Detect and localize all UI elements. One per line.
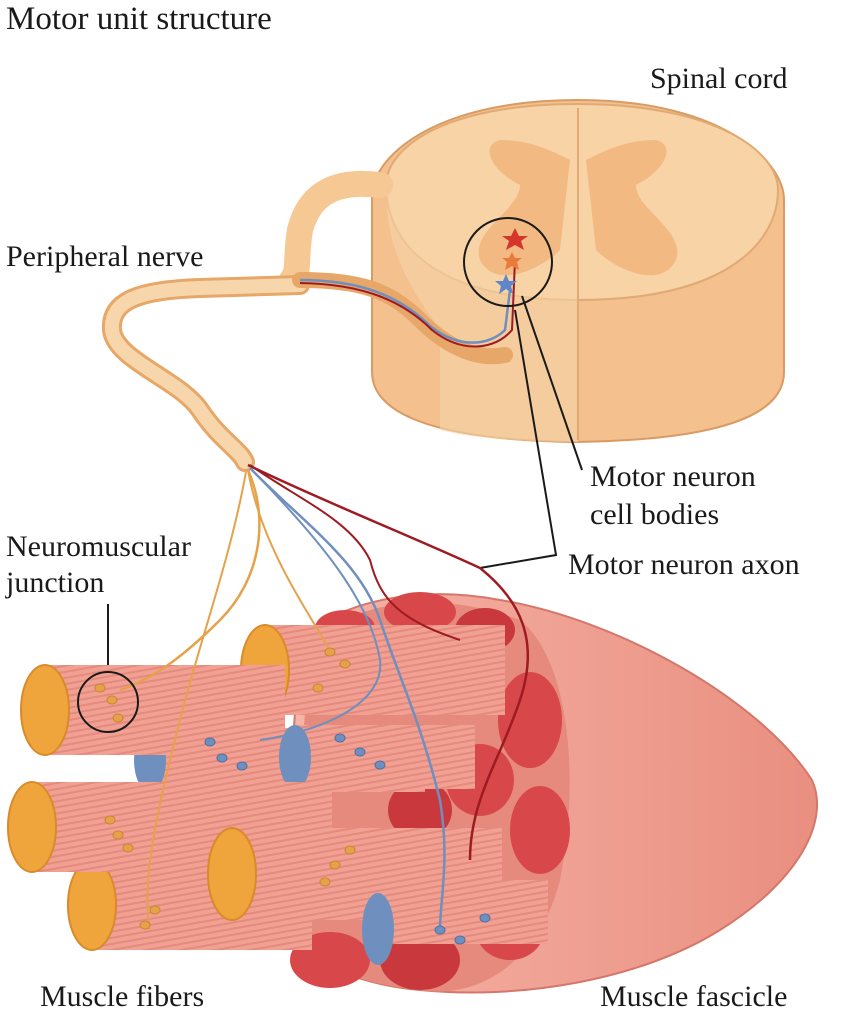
cell-body-blue — [495, 274, 517, 294]
fiber-end-blue — [279, 725, 311, 789]
end-plate-orange — [312, 683, 324, 693]
label-muscle-fibers: Muscle fibers — [40, 980, 205, 1013]
axon-blue-branch — [249, 467, 446, 931]
end-plate-blue — [354, 747, 366, 757]
fiber-end-orange — [20, 664, 70, 756]
end-plate-orange — [344, 845, 356, 855]
motor-end-plates — [94, 647, 491, 945]
end-plate-orange — [94, 683, 106, 693]
nerve-root — [279, 170, 393, 293]
fascicle-fiber-section — [380, 930, 460, 990]
end-plate-orange — [319, 877, 331, 887]
axon-orange-branch — [119, 469, 261, 692]
figure-title: Motor unit structure — [6, 1, 272, 37]
axon-orange-branch — [146, 471, 247, 931]
fiber-end-orange — [207, 827, 257, 921]
end-plate-blue — [216, 753, 228, 763]
end-plate-blue — [204, 737, 216, 747]
muscle-fiber — [279, 725, 475, 789]
end-plate-orange — [112, 713, 124, 723]
fiber-end-orange — [7, 781, 57, 873]
fascicle-fiber-section — [498, 672, 562, 768]
label-muscle-fascicle: Muscle fascicle — [600, 980, 788, 1013]
end-plate-orange — [112, 830, 124, 840]
axon-leader — [479, 309, 558, 569]
label-spinal-cord: Spinal cord — [650, 62, 788, 95]
label-nmj-line2: junction — [6, 566, 105, 599]
fascicle-fiber-section — [388, 780, 452, 840]
neuromuscular-junction-circle — [77, 671, 139, 733]
end-plate-orange — [324, 647, 336, 657]
end-plate-blue — [454, 935, 466, 945]
axon-red-branch — [247, 463, 529, 861]
label-motor-neuron-axon: Motor neuron axon — [568, 548, 800, 581]
end-plate-blue — [374, 760, 386, 770]
nerve-trunk-inner — [104, 278, 307, 469]
muscle-fiber — [362, 880, 548, 965]
end-plate-orange — [149, 905, 161, 915]
end-plate-orange — [139, 920, 151, 930]
label-nmj-line1: Neuromuscular — [6, 530, 191, 563]
cell-body-orange — [502, 252, 522, 270]
end-plate-orange — [104, 815, 116, 825]
label-peripheral-nerve: Peripheral nerve — [6, 240, 204, 273]
axon-orange-branch — [247, 469, 331, 651]
motor-neuron-cell-bodies — [463, 217, 553, 307]
fascicle-fiber-section — [510, 786, 570, 874]
axon-in-cord-red — [299, 259, 516, 348]
cell-body-red — [502, 228, 528, 250]
axon-in-cord-blue — [299, 278, 512, 344]
cell-bodies-leader — [521, 295, 583, 471]
end-plate-blue — [479, 913, 491, 923]
end-plate-blue — [334, 733, 346, 743]
label-cell-bodies-line2: cell bodies — [590, 498, 720, 531]
muscle-fibers — [7, 624, 548, 965]
peripheral-nerve — [101, 170, 516, 472]
axon-red-branch — [249, 464, 461, 641]
leader-lines — [107, 295, 583, 672]
fascicle-fiber-section — [384, 592, 456, 632]
axon-branches — [119, 463, 529, 931]
end-plate-orange — [329, 860, 341, 870]
end-plate-orange — [106, 695, 118, 705]
muscle-fiber — [20, 664, 285, 756]
label-cell-bodies-line1: Motor neuron — [590, 460, 756, 493]
axon-blue-branch — [251, 469, 382, 741]
cell-bodies-circle — [463, 217, 553, 307]
end-plate-orange — [122, 843, 134, 853]
end-plate-blue — [236, 761, 248, 771]
spinal-cord — [371, 98, 785, 444]
nerve-trunk — [101, 275, 310, 472]
fiber-end-orange — [67, 859, 117, 951]
end-plate-blue — [434, 925, 446, 935]
end-plate-orange — [339, 659, 351, 669]
fiber-end-blue — [362, 893, 394, 965]
gray-matter-right — [586, 140, 678, 276]
